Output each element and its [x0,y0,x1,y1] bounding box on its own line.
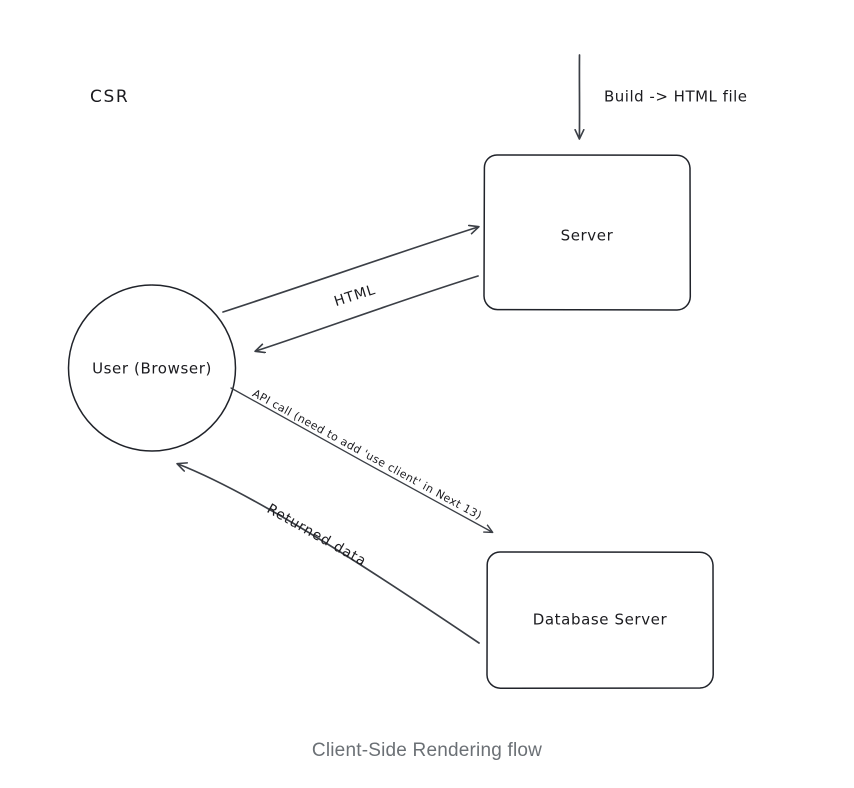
edge-user-to-server [222,227,478,313]
server-to-user-arrow [256,275,479,351]
node-label-database: Database Server [533,611,668,629]
node-label-user: User (Browser) [92,360,212,378]
edge-label-html: HTML [332,282,377,310]
node-server[interactable]: Server [483,154,692,311]
node-label-server: Server [561,227,614,245]
database-box [486,551,714,689]
edge-server-to-user: HTML [256,275,479,351]
node-user[interactable]: User (Browser) [67,284,237,452]
diagram-heading: CSR [90,87,129,107]
edge-label-api-call: API call (need to add 'use client' in Ne… [250,387,484,523]
edge-build: Build -> HTML file [579,54,748,138]
user-circle [67,284,237,452]
edge-label-build: Build -> HTML file [604,88,748,106]
edge-label-returned-data: Returned data [264,501,369,570]
database-to-user-arrow [178,464,480,644]
server-box [483,154,692,311]
user-to-database-arrow [230,387,492,532]
user-to-server-arrow [222,227,478,313]
node-database[interactable]: Database Server [486,551,714,689]
diagram-caption: Client-Side Rendering flow [311,740,543,761]
